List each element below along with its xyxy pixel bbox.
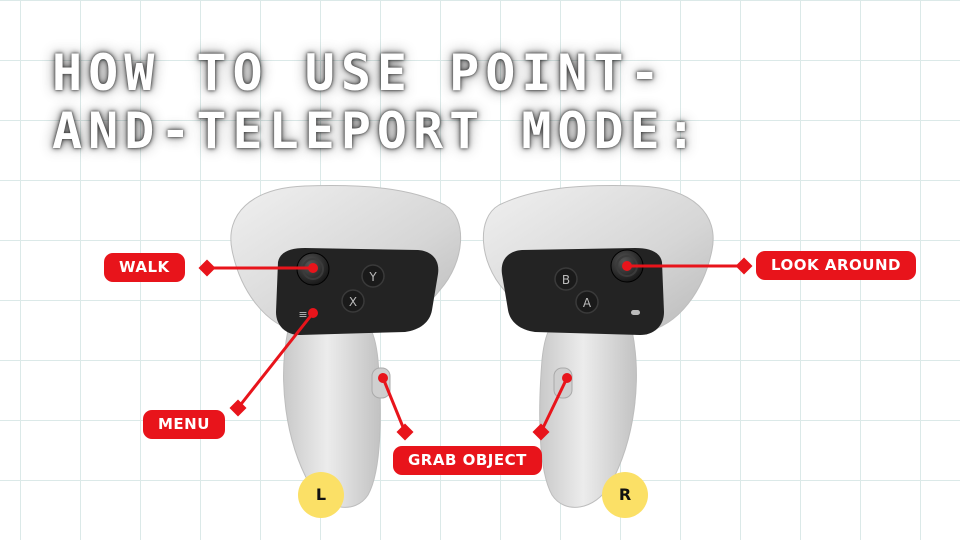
oculus-button-icon[interactable] <box>631 310 640 315</box>
y-button[interactable] <box>361 264 385 288</box>
left-handle <box>283 324 381 508</box>
right-controller-badge: R <box>602 472 648 518</box>
grab-left-callout-diamond <box>396 423 414 441</box>
grab-right-callout-line <box>539 377 569 433</box>
walk-label: WALK <box>104 253 185 282</box>
a-button-label: A <box>583 296 592 310</box>
left-grip-trigger[interactable] <box>371 367 391 399</box>
walk-callout-dot <box>308 263 318 273</box>
right-controller: B A <box>482 185 714 508</box>
grab-left-callout-dot <box>378 373 388 383</box>
menu-callout-diamond <box>229 399 247 417</box>
a-button[interactable] <box>575 290 599 314</box>
x-button-label: X <box>349 295 357 309</box>
walk-callout-diamond <box>198 259 216 277</box>
x-button[interactable] <box>341 289 365 313</box>
look-around-callout-diamond <box>735 257 753 275</box>
title-line-1: HOW TO USE POINT- <box>52 44 666 102</box>
b-button[interactable] <box>554 267 578 291</box>
grab-object-label: GRAB OBJECT <box>393 446 542 475</box>
menu-button-icon[interactable]: ≡ <box>298 308 307 321</box>
page-title: HOW TO USE POINT- AND-TELEPORT MODE: <box>52 44 702 160</box>
menu-callout-dot <box>308 308 318 318</box>
grab-left-callout-line <box>381 377 407 433</box>
look-around-callout-dot <box>622 261 632 271</box>
left-controller-badge: L <box>298 472 344 518</box>
look-around-label: LOOK AROUND <box>756 251 916 280</box>
grab-right-callout-dot <box>562 373 572 383</box>
b-button-label: B <box>562 273 570 287</box>
menu-callout-line <box>236 312 315 409</box>
title-line-2: AND-TELEPORT MODE: <box>52 102 702 160</box>
y-button-label: Y <box>368 270 377 284</box>
callout-lines <box>198 257 753 441</box>
grab-right-callout-diamond <box>532 423 550 441</box>
menu-label: MENU <box>143 410 225 439</box>
